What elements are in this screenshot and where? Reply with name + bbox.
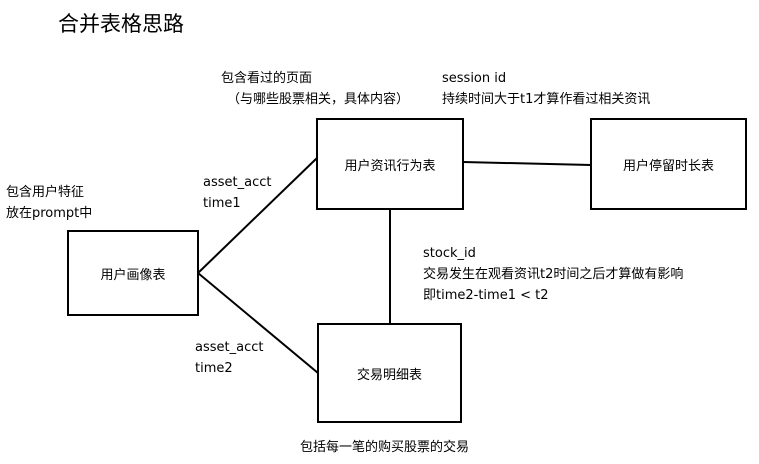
profile-note-line-2: 放在prompt中 (6, 206, 93, 221)
table-transactions[interactable]: 交易明细表 (317, 323, 462, 423)
stock-note-line-3: 即time2-time1 < t2 (423, 288, 549, 303)
profile-note-line-1: 包含用户特征 (6, 185, 85, 200)
stock-note-line-1: stock_id (423, 246, 476, 261)
table-user-profile-label: 用户画像表 (100, 267, 166, 283)
session-note-line-1: session id (442, 71, 507, 86)
transaction-note: 包括每一笔的购买股票的交易 (300, 440, 470, 455)
session-note: session id 持续时间大于t1才算作看过相关资讯 (442, 68, 650, 110)
behavior-note: 包含看过的页面 （与哪些股票相关，具体内容） (221, 68, 409, 110)
profile-behavior-key-1: asset_acct (203, 175, 272, 190)
stock-note-line-2: 交易发生在观看资讯t2时间之后才算做有影响 (423, 267, 684, 282)
table-user-info-behavior[interactable]: 用户资讯行为表 (316, 118, 464, 210)
profile-behavior-key-2: time1 (203, 196, 241, 211)
profile-transaction-join-keys: asset_acct time2 (195, 337, 263, 379)
page-title: 合并表格思路 (58, 12, 184, 36)
session-note-line-2: 持续时间大于t1才算作看过相关资讯 (442, 92, 651, 107)
stock-note: stock_id 交易发生在观看资讯t2时间之后才算做有影响 即time2-ti… (423, 243, 683, 306)
connector-profile-to-behavior (197, 157, 318, 274)
table-user-dwell-time-label: 用户停留时长表 (622, 158, 714, 174)
table-transactions-label: 交易明细表 (356, 367, 422, 383)
table-user-dwell-time[interactable]: 用户停留时长表 (590, 118, 747, 210)
connector-profile-to-transactions (197, 272, 319, 374)
connector-behavior-to-dwell-time (462, 161, 592, 166)
profile-note: 包含用户特征 放在prompt中 (6, 182, 92, 224)
profile-transaction-key-1: asset_acct (195, 340, 264, 355)
profile-transaction-key-2: time2 (195, 361, 233, 376)
behavior-note-line-2: （与哪些股票相关，具体内容） (227, 92, 410, 107)
table-user-info-behavior-label: 用户资讯行为表 (344, 158, 436, 174)
table-user-profile[interactable]: 用户画像表 (67, 230, 199, 316)
behavior-note-line-1: 包含看过的页面 (221, 71, 313, 86)
profile-behavior-join-keys: asset_acct time1 (203, 172, 271, 214)
